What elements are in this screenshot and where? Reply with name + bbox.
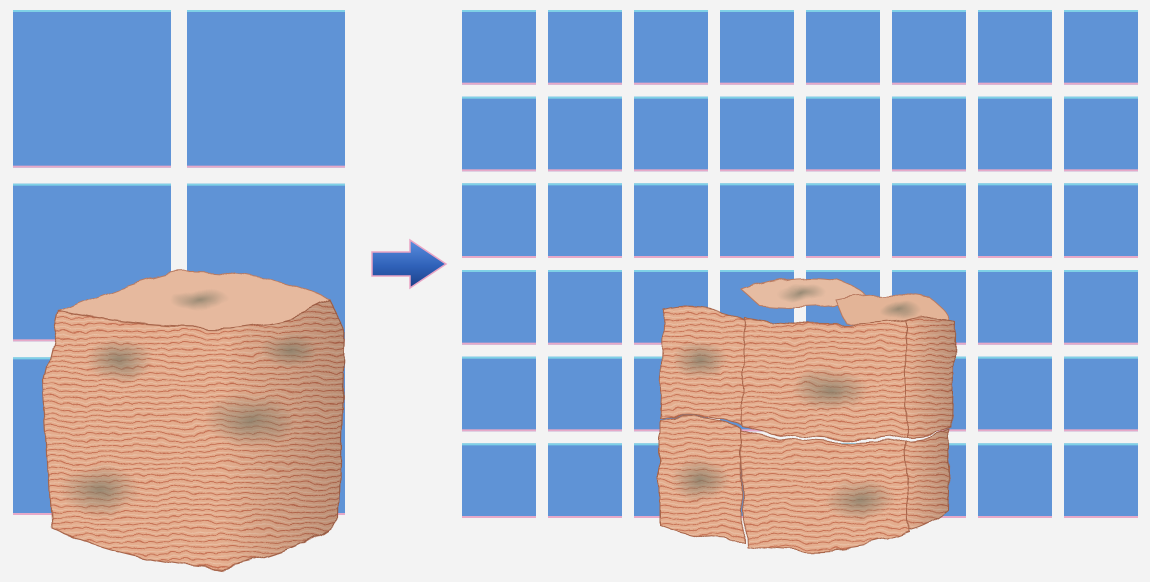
small-tile: [978, 10, 1052, 85]
small-tile: [1064, 183, 1138, 258]
small-tile: [978, 96, 1052, 172]
small-tile: [892, 10, 966, 85]
small-tile: [462, 96, 536, 172]
arrow-right-icon: [371, 238, 448, 290]
large-tile: [13, 10, 171, 168]
small-tile: [720, 183, 794, 258]
small-tile: [806, 96, 880, 172]
small-tile: [806, 10, 880, 85]
small-tile: [462, 443, 536, 518]
small-tile: [892, 96, 966, 172]
small-tile: [462, 270, 536, 345]
small-tile: [1064, 96, 1138, 172]
small-tile: [548, 10, 622, 85]
small-tile: [462, 10, 536, 85]
small-tile: [634, 10, 708, 85]
small-tile: [1064, 443, 1138, 518]
small-tile: [634, 183, 708, 258]
small-tile: [978, 443, 1052, 518]
small-tile: [462, 356, 536, 432]
small-tile: [720, 96, 794, 172]
small-tile: [978, 270, 1052, 345]
small-tile: [1064, 356, 1138, 432]
small-tile: [462, 183, 536, 258]
small-tile: [978, 183, 1052, 258]
stone-block-icon: [43, 271, 346, 569]
split-stone-block-icon: [659, 277, 956, 551]
small-tile: [892, 183, 966, 258]
large-tile: [187, 10, 345, 168]
small-tile: [1064, 270, 1138, 345]
small-tile: [548, 443, 622, 518]
small-tile: [548, 356, 622, 432]
small-tile: [978, 356, 1052, 432]
small-tile: [548, 183, 622, 258]
small-tile: [548, 96, 622, 172]
small-tile: [548, 270, 622, 345]
small-tile: [1064, 10, 1138, 85]
small-tile: [634, 96, 708, 172]
small-tile: [720, 10, 794, 85]
small-tile: [806, 183, 880, 258]
